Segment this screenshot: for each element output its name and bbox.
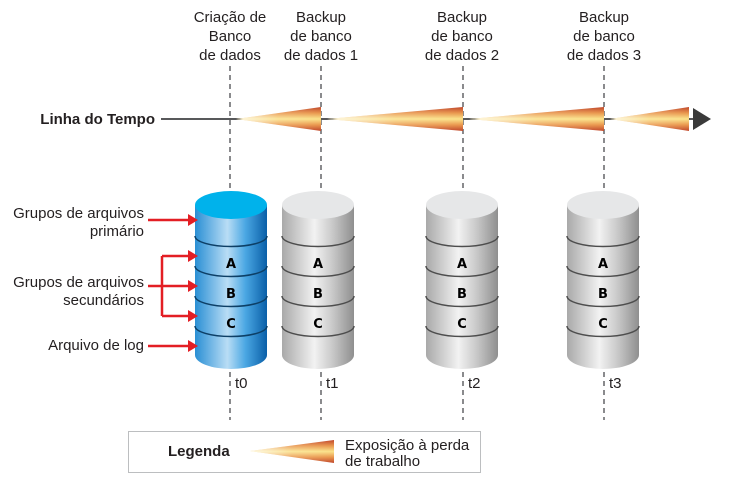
- event-header-t2-line1: Backup: [437, 9, 487, 26]
- segment-label-c: C: [598, 317, 608, 332]
- event-header-t2-line2: de banco: [431, 28, 493, 45]
- time-label-t1: t1: [326, 375, 339, 392]
- segment-label-b: B: [313, 287, 323, 302]
- event-header-t3-line3: de dados 3: [567, 47, 641, 64]
- exposure-wedge-t2: [469, 107, 604, 131]
- time-label-t0: t0: [235, 375, 248, 392]
- segment-label-b: B: [598, 287, 608, 302]
- secondary-filegroups-label-line1: Grupos de arquivos: [13, 274, 144, 291]
- event-header-t1-line3: de dados 1: [284, 47, 358, 64]
- log-file-label: Arquivo de log: [48, 337, 144, 354]
- legend: Legenda Exposição à perda de trabalho: [128, 431, 481, 473]
- segment-label-c: C: [226, 317, 236, 332]
- secondary-filegroups-label-line2: secundários: [63, 292, 144, 309]
- segment-label-a: A: [457, 257, 467, 272]
- segment-label-a: A: [313, 257, 323, 272]
- legend-description-line1: Exposição à perda: [345, 437, 470, 454]
- legend-description-line2: de trabalho: [345, 453, 420, 470]
- exposure-wedge-t1: [327, 107, 463, 131]
- exposure-wedge-t0: [236, 107, 321, 131]
- event-header-t3-line1: Backup: [579, 9, 629, 26]
- primary-filegroup-label-line2: primário: [90, 223, 144, 240]
- time-label-t3: t3: [609, 375, 622, 392]
- time-label-t2: t2: [468, 375, 481, 392]
- arrow-log-icon: [188, 340, 198, 352]
- arrow-secondary-c-icon: [188, 310, 198, 322]
- segment-label-c: C: [313, 317, 323, 332]
- legend-wedge-icon: [250, 440, 334, 463]
- arrow-primary-icon: [188, 214, 198, 226]
- segment-label-a: A: [598, 257, 608, 272]
- event-header-t0-line3: de dados: [199, 47, 261, 64]
- arrow-secondary-b-icon: [188, 280, 198, 292]
- event-header-t3-line2: de banco: [573, 28, 635, 45]
- event-header-t2-line3: de dados 2: [425, 47, 499, 64]
- pointer-arrows: [148, 218, 190, 348]
- timeline-label: Linha do Tempo: [40, 111, 155, 128]
- segment-label-b: B: [457, 287, 467, 302]
- event-header-t0-line2: Banco: [209, 28, 252, 45]
- segment-label-b: B: [226, 287, 236, 302]
- exposure-wedge-t3: [610, 107, 689, 131]
- event-header-t1-line2: de banco: [290, 28, 352, 45]
- segment-label-a: A: [226, 257, 236, 272]
- event-header-t1-line1: Backup: [296, 9, 346, 26]
- primary-filegroup-label-line1: Grupos de arquivos: [13, 205, 144, 222]
- timeline-arrowhead-icon: [693, 108, 711, 130]
- segment-label-c: C: [457, 317, 467, 332]
- event-header-t0-line1: Criação de: [194, 9, 267, 26]
- arrow-secondary-a-icon: [188, 250, 198, 262]
- legend-title: Legenda: [168, 443, 230, 460]
